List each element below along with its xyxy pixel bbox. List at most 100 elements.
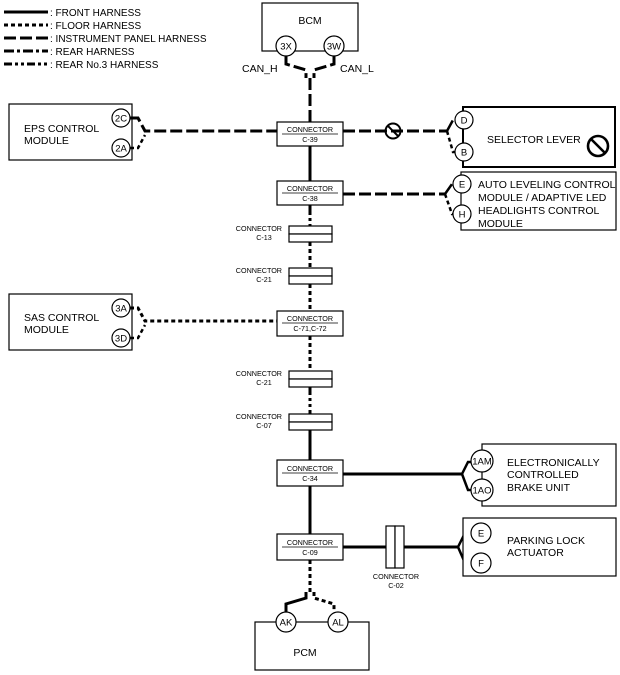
sas-control-module: SAS CONTROL MODULE 3A 3D bbox=[8, 293, 277, 351]
connector-c71-c72: CONNECTOR C-71,C-72 bbox=[276, 310, 344, 337]
leveling-wire-top bbox=[443, 182, 455, 195]
connector-c21a-word: CONNECTOR bbox=[236, 266, 282, 275]
connector-c02-word: CONNECTOR bbox=[373, 572, 419, 581]
parking-label-line2: ACTUATOR bbox=[507, 547, 564, 559]
pcm-box bbox=[254, 621, 370, 671]
connector-c71-id: C-71,C-72 bbox=[293, 324, 326, 333]
eps-pin-2a-label: 2A bbox=[115, 144, 127, 155]
sas-box bbox=[8, 293, 133, 351]
connector-c13-top bbox=[288, 225, 333, 235]
sas-pin-3a-label: 3A bbox=[115, 304, 127, 315]
connector-c38-id: C-38 bbox=[302, 194, 318, 203]
selector-box bbox=[462, 106, 616, 168]
connector-c13-bottom bbox=[288, 233, 333, 243]
pcm-module: PCM AK AL bbox=[254, 592, 370, 671]
parking-pin-e-label: E bbox=[478, 529, 484, 540]
brake-pin-1am-label: 1AM bbox=[472, 457, 492, 468]
bcm-pin-3x-label: 3X bbox=[280, 42, 292, 53]
brake-wire-bottom bbox=[460, 473, 471, 492]
legend-front-label: : FRONT HARNESS bbox=[50, 8, 141, 19]
connector-c02-id: C-02 bbox=[388, 581, 404, 590]
selector-title: SELECTOR LEVER bbox=[487, 134, 581, 146]
connector-c39-word: CONNECTOR bbox=[287, 125, 333, 134]
connector-c21a-bottom bbox=[288, 275, 333, 285]
connector-c09-word: CONNECTOR bbox=[287, 538, 333, 547]
bcm-module: BCM 3X 3W CAN_H CAN_L bbox=[242, 2, 374, 78]
brake-label-line3: BRAKE UNIT bbox=[507, 482, 571, 494]
bcm-can-l-label: CAN_L bbox=[340, 63, 374, 75]
connector-c34-word: CONNECTOR bbox=[287, 464, 333, 473]
connector-c38: CONNECTOR C-38 bbox=[276, 180, 344, 206]
connector-c21b-word: CONNECTOR bbox=[236, 369, 282, 378]
sas-wire-bottom bbox=[130, 324, 147, 340]
connector-c21a-top bbox=[288, 267, 333, 277]
brake-unit-module: ELECTRONICALLY CONTROLLED BRAKE UNIT 1AM… bbox=[343, 443, 617, 507]
eps-wire-top bbox=[130, 116, 277, 133]
brake-wire-top bbox=[460, 460, 471, 475]
pcm-wire-left bbox=[284, 592, 308, 612]
connector-c07-word: CONNECTOR bbox=[236, 412, 282, 421]
sas-pin-3d-label: 3D bbox=[115, 334, 127, 345]
brake-box bbox=[481, 443, 617, 507]
leveling-label-line4: MODULE bbox=[478, 218, 523, 230]
connector-c13-id: C-13 bbox=[256, 233, 272, 242]
legend-floor-label: : FLOOR HARNESS bbox=[50, 21, 141, 32]
leveling-pin-e-label: E bbox=[459, 180, 465, 191]
selector-wire-bottom bbox=[445, 130, 459, 154]
bcm-pin-3w-label: 3W bbox=[327, 42, 341, 53]
connector-c21-upper: CONNECTOR C-21 bbox=[236, 266, 333, 285]
legend-rear-label: : REAR HARNESS bbox=[50, 47, 135, 58]
pcm-pin-ak bbox=[275, 611, 297, 633]
eps-pin-2c-label: 2C bbox=[115, 114, 127, 125]
eps-label-line1: EPS CONTROL bbox=[24, 123, 99, 135]
connector-c09-id: C-09 bbox=[302, 548, 318, 557]
sas-label-line2: MODULE bbox=[24, 324, 69, 336]
eps-label-line2: MODULE bbox=[24, 135, 69, 147]
bcm-title: BCM bbox=[298, 15, 321, 27]
selector-pin-d bbox=[454, 110, 474, 130]
pcm-pin-al-label: AL bbox=[332, 618, 344, 629]
connector-c39: CONNECTOR C-39 bbox=[276, 121, 344, 147]
connector-c21b-id: C-21 bbox=[256, 378, 272, 387]
connector-c02-right bbox=[394, 525, 405, 569]
legend: : FRONT HARNESS : FLOOR HARNESS : INSTRU… bbox=[4, 8, 207, 71]
brake-pin-1ao bbox=[470, 478, 494, 502]
leveling-pin-h bbox=[452, 204, 472, 224]
connector-c38-word: CONNECTOR bbox=[287, 184, 333, 193]
pcm-wire-right bbox=[312, 592, 336, 612]
brake-label-line2: CONTROLLED bbox=[507, 469, 579, 481]
connector-c71-word: CONNECTOR bbox=[287, 314, 333, 323]
parking-lock-module: CONNECTOR C-02 PARKING LOCK ACTUATOR E F bbox=[343, 517, 617, 590]
brake-pin-1ao-label: 1AO bbox=[472, 486, 491, 497]
leveling-label-line2: MODULE / ADAPTIVE LED bbox=[478, 192, 607, 204]
eps-box bbox=[8, 103, 133, 161]
pcm-title: PCM bbox=[293, 647, 316, 659]
parking-pin-f bbox=[470, 552, 492, 574]
brake-pin-1am bbox=[470, 449, 494, 473]
bcm-can-h-wire bbox=[284, 56, 308, 78]
connector-c13-word: CONNECTOR bbox=[236, 224, 282, 233]
selector-pin-d-label: D bbox=[461, 116, 468, 127]
leveling-box bbox=[460, 171, 617, 231]
legend-instrument-label: : INSTRUMENT PANEL HARNESS bbox=[50, 34, 207, 45]
leveling-pin-e bbox=[452, 174, 472, 194]
parking-pin-f-label: F bbox=[478, 559, 484, 570]
leveling-label-line1: AUTO LEVELING CONTROL bbox=[478, 179, 616, 191]
connector-c02-left bbox=[385, 525, 396, 569]
connector-c07-id: C-07 bbox=[256, 421, 272, 430]
connector-c34-id: C-34 bbox=[302, 474, 318, 483]
leveling-label-line3: HEADLIGHTS CONTROL bbox=[478, 205, 600, 217]
parking-label-line1: PARKING LOCK bbox=[507, 535, 585, 547]
connector-c21a-id: C-21 bbox=[256, 275, 272, 284]
connector-c21-lower: CONNECTOR C-21 bbox=[236, 369, 333, 388]
selector-lever-module: SELECTOR LEVER D B bbox=[343, 106, 616, 168]
connector-c71-box bbox=[276, 310, 344, 337]
connector-c07-top bbox=[288, 413, 333, 423]
bcm-can-h-label: CAN_H bbox=[242, 63, 278, 75]
connector-c21b-top bbox=[288, 370, 333, 380]
eps-control-module: EPS CONTROL MODULE 2C 2A bbox=[8, 103, 277, 161]
connector-c09: CONNECTOR C-09 bbox=[276, 533, 344, 561]
eps-wire-bottom bbox=[130, 134, 147, 150]
legend-rear3-label: : REAR No.3 HARNESS bbox=[50, 60, 159, 71]
